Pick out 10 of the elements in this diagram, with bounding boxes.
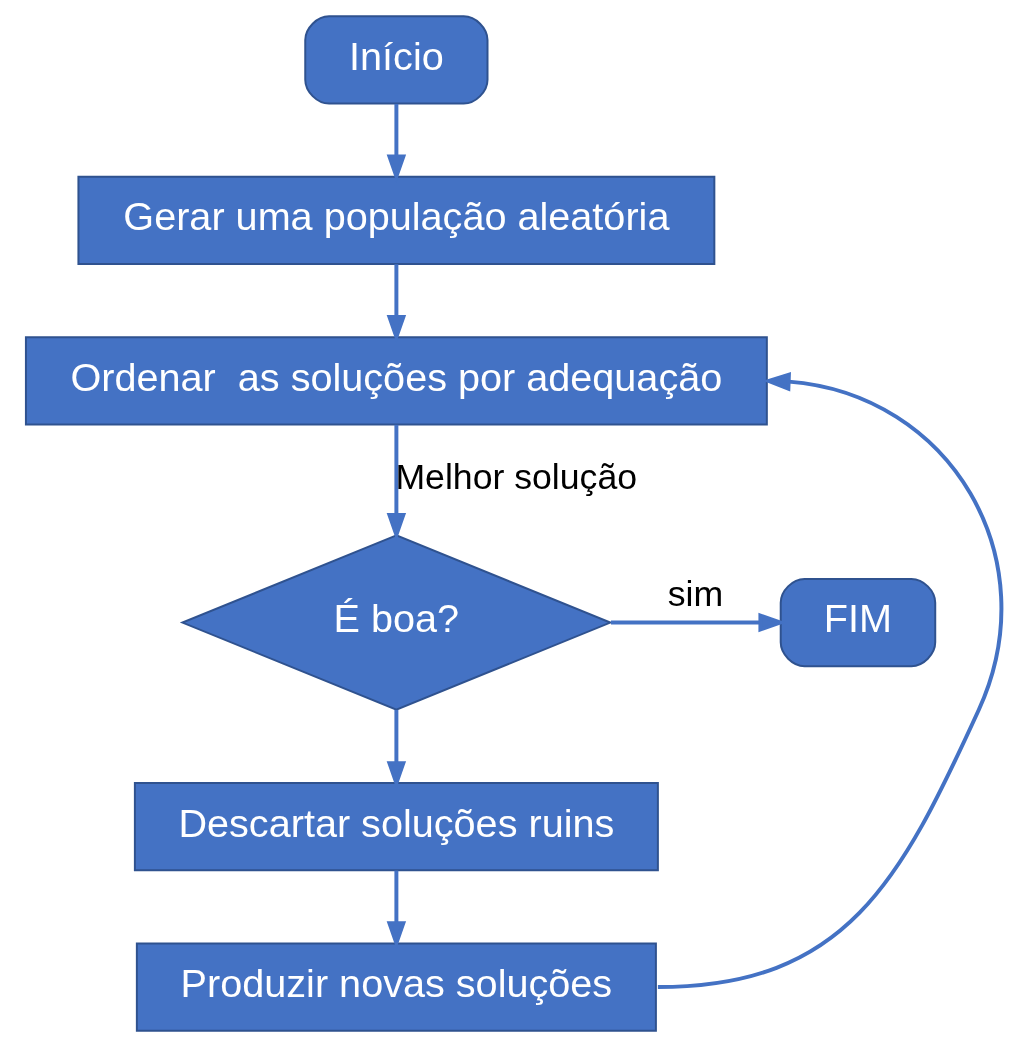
edge-label: sim [667,573,724,614]
edge-label: Melhor solução [395,456,638,497]
node-box: Gerar uma população aleatória [77,175,716,265]
node-box: Ordenar as soluções por adequação [24,336,768,426]
node-box: Descartar soluções ruins [133,782,659,872]
arrow [657,372,1003,990]
node-box: FIM [779,578,937,668]
node-box: Início [304,15,489,105]
node-box: Produzir novas soluções [135,942,657,1032]
node-diamond: É boa? [179,534,613,711]
